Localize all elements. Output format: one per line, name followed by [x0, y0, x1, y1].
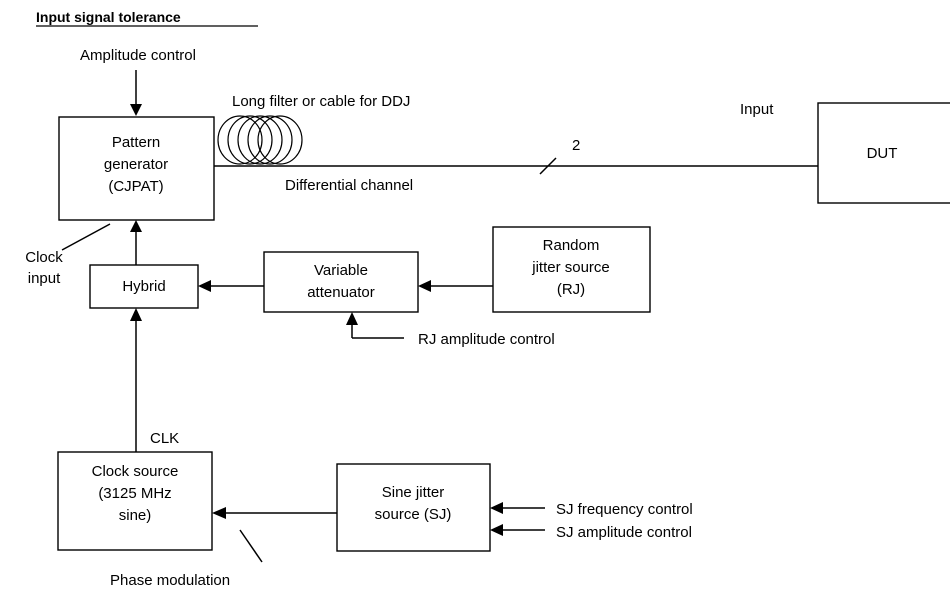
svg-text:sine): sine) — [119, 507, 152, 524]
svg-text:Sine jitter: Sine jitter — [382, 484, 445, 501]
svg-text:DUT: DUT — [867, 145, 898, 162]
clk-label: CLK — [150, 430, 179, 447]
sine-jitter-source-block: Sine jitter source (SJ) — [336, 463, 491, 552]
sj-frequency-control-label: SJ frequency control — [556, 501, 693, 518]
rj-to-attenuator-arrow — [418, 280, 431, 292]
dut-block: DUT — [817, 102, 950, 204]
svg-text:generator: generator — [104, 156, 168, 173]
sj-amplitude-control-arrow — [490, 524, 503, 536]
amplitude-control-label: Amplitude control — [80, 47, 196, 64]
sj-frequency-control-arrow — [490, 502, 503, 514]
clock-input-pointer — [61, 223, 111, 251]
lane-count-label: 2 — [572, 137, 580, 154]
rj-amplitude-control-arrow — [346, 312, 358, 325]
long-filter-label: Long filter or cable for DDJ — [232, 93, 410, 110]
attenuator-to-hybrid-arrow — [198, 280, 211, 292]
bus-slash — [539, 157, 557, 175]
differential-channel-label: Differential channel — [285, 177, 413, 194]
hybrid-to-pattern-arrow — [130, 220, 142, 232]
diagram-title: Input signal tolerance — [36, 9, 181, 25]
sj-amplitude-control-label: SJ amplitude control — [556, 524, 692, 541]
svg-text:Hybrid: Hybrid — [122, 278, 165, 295]
long-filter-coil-icon — [217, 115, 303, 165]
svg-text:jitter source: jitter source — [531, 259, 610, 276]
variable-attenuator-block: Variable attenuator — [263, 251, 419, 313]
input-label: Input — [740, 101, 774, 118]
amplitude-control-arrow — [130, 104, 142, 116]
sj-to-clock-arrow — [212, 507, 226, 519]
phase-modulation-label: Phase modulation — [110, 572, 230, 589]
pattern-generator-block: Pattern generator (CJPAT) — [58, 116, 215, 221]
random-jitter-source-block: Random jitter source (RJ) — [492, 226, 651, 313]
svg-text:Pattern: Pattern — [112, 134, 160, 151]
clock-source-block: Clock source (3125 MHz sine) — [57, 451, 213, 551]
svg-text:(CJPAT): (CJPAT) — [108, 178, 163, 195]
svg-text:Clock source: Clock source — [92, 463, 179, 480]
svg-text:(RJ): (RJ) — [557, 281, 585, 298]
hybrid-block: Hybrid — [89, 264, 199, 309]
svg-text:Variable: Variable — [314, 262, 368, 279]
clock-to-hybrid-arrow — [130, 308, 142, 321]
svg-text:(3125 MHz: (3125 MHz — [98, 485, 171, 502]
rj-amplitude-control-label: RJ amplitude control — [418, 331, 555, 348]
svg-text:Random: Random — [543, 237, 600, 254]
clock-input-label-2: input — [28, 270, 61, 287]
phase-modulation-pointer — [239, 529, 263, 563]
svg-text:attenuator: attenuator — [307, 284, 375, 301]
svg-text:source (SJ): source (SJ) — [375, 506, 452, 523]
clock-input-label-1: Clock — [25, 249, 63, 266]
